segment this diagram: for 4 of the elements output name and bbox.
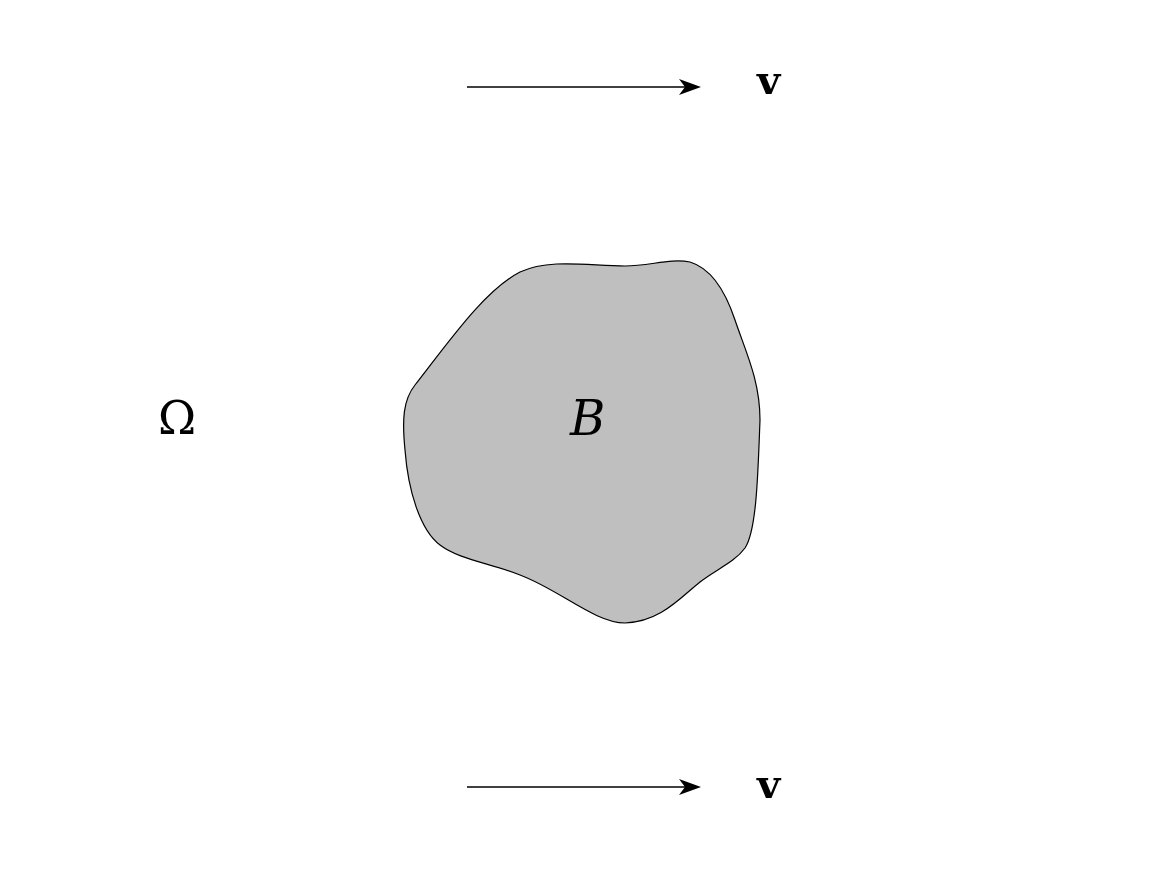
velocity-label: v	[757, 764, 781, 804]
velocity-label: v	[757, 60, 781, 100]
body-label: B	[570, 394, 606, 442]
domain-label: Ω	[158, 395, 197, 441]
